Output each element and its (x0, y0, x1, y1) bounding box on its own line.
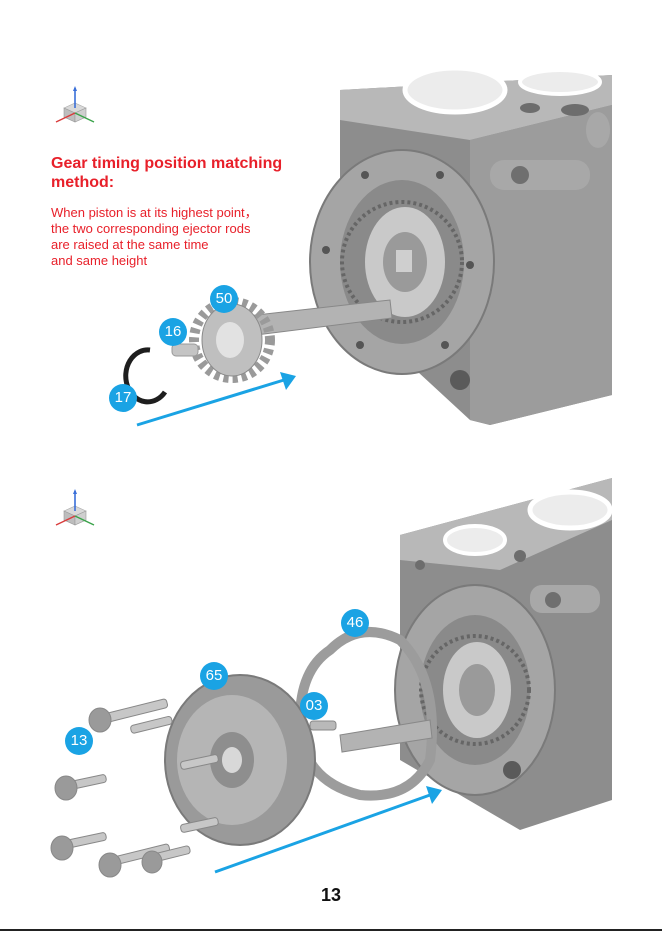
pin-03 (310, 721, 336, 730)
callout-46: 46 (341, 609, 369, 637)
callout-13: 13 (65, 727, 93, 755)
callout-03: 03 (300, 692, 328, 720)
callout-65: 65 (200, 662, 228, 690)
engine-block-illustration-bottom (0, 0, 662, 900)
page-number: 13 (0, 885, 662, 906)
bottom-rule (0, 929, 662, 931)
